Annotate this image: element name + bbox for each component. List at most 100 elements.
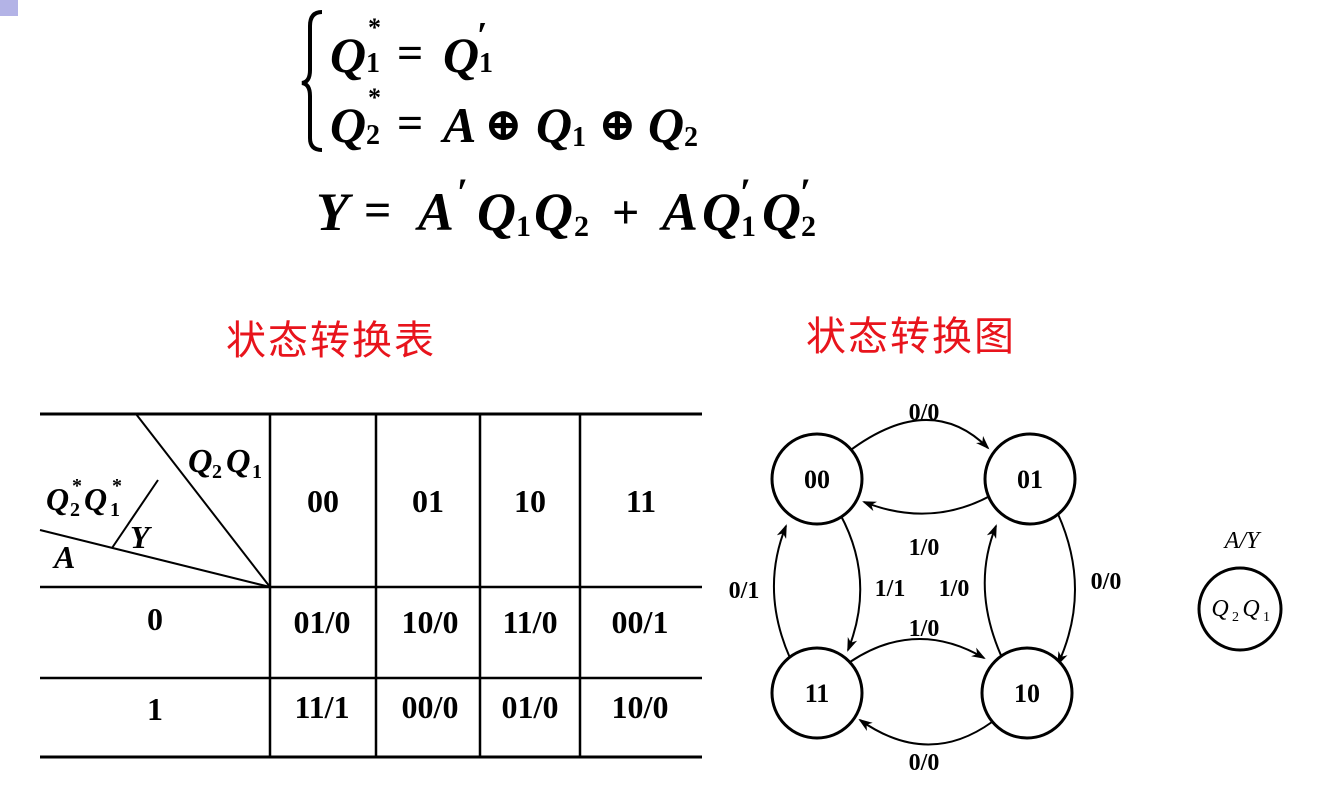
state-11-label: 11 — [805, 679, 830, 708]
col-header-10: 10 — [514, 483, 546, 519]
col-header-00: 00 — [307, 483, 339, 519]
row-0-cell: 01/0 — [294, 604, 351, 640]
eq2-q2-sub: 2 — [684, 122, 698, 153]
corner-next-q2: Q — [46, 481, 69, 517]
eq2-xor2: ⊕ — [598, 99, 637, 150]
curly-brace — [301, 10, 323, 152]
row-1-cell: 11/1 — [294, 689, 349, 725]
eqy-a2: A — [659, 182, 698, 242]
eqy-q1: Q — [477, 182, 516, 242]
eq2-equals: = — [397, 97, 423, 148]
corner-next-q1-sub: 1 — [110, 499, 120, 521]
corner-q1-sub: 1 — [252, 461, 262, 483]
eq2-q1-sub: 1 — [572, 122, 586, 153]
eqy-q2-sub: 2 — [574, 210, 589, 243]
label-11-to-00: 0/1 — [729, 578, 760, 604]
state-diagram: 00 01 11 10 0/0 1/0 1/1 0/1 1/0 0/0 1/0 … — [729, 400, 1283, 776]
eqy-y: Y — [316, 182, 354, 242]
label-00-to-11: 1/1 — [875, 576, 906, 602]
state-01-label: 01 — [1017, 465, 1043, 494]
arrow-11-to-10 — [849, 637, 986, 663]
row-1-cell: 01/0 — [502, 689, 559, 725]
eqy-prime3: ′ — [800, 170, 811, 215]
row-0-cell: 00/1 — [612, 604, 669, 640]
row-0-cell: 11/0 — [502, 604, 557, 640]
eq1-rhs-sub: 1 — [479, 48, 493, 79]
eq1-equals: = — [397, 27, 423, 78]
eqy-equals: = — [364, 184, 391, 237]
label-10-to-01: 1/0 — [939, 576, 970, 602]
corner-next-q2-sub: 2 — [70, 499, 80, 521]
corner-diagonal-2 — [39, 529, 271, 588]
corner-header: Q 2 Q 1 Q * 2 Q * 1 Y A — [46, 443, 262, 575]
eqy-plus: + — [612, 186, 639, 239]
diagram-title: 状态转换图 — [806, 314, 1016, 360]
corner-q2-sub: 2 — [212, 461, 222, 483]
equations-area: Q * 1 = Q ′ 1 Q * 2 = A ⊕ Q 1 ⊕ Q 2 Y = … — [301, 10, 816, 243]
eq1-lhs-sub: 1 — [366, 48, 380, 79]
row-1-cell: 00/0 — [402, 689, 459, 725]
corner-next-q2-sup: * — [72, 475, 82, 497]
label-10-to-11: 0/0 — [909, 750, 940, 776]
corner-diagonal-3 — [111, 479, 159, 549]
corner-a: A — [52, 539, 75, 575]
eq2-a: A — [440, 97, 476, 153]
row-0-a: 0 — [147, 601, 163, 637]
eqy-q3-sub: 1 — [741, 210, 756, 243]
arrow-00-to-01 — [847, 419, 990, 453]
row-1-cell: 10/0 — [612, 689, 669, 725]
eqy-q4-sub: 2 — [801, 210, 816, 243]
corner-next-q1: Q — [84, 481, 107, 517]
legend-state-circle — [1197, 566, 1283, 652]
eq1-lhs-sup: * — [368, 13, 381, 42]
legend-q1: Q — [1242, 596, 1259, 622]
eqy-q2: Q — [534, 182, 573, 242]
label-01-to-10: 0/0 — [1091, 569, 1122, 595]
eq2-lhs-sup: * — [368, 83, 381, 112]
label-01-to-00: 1/0 — [909, 535, 940, 561]
eq2-lhs-sub: 2 — [366, 120, 380, 151]
state-10: 10 — [980, 646, 1074, 740]
eqy-prime2: ′ — [740, 170, 751, 215]
state-00: 00 — [770, 432, 864, 526]
state-10-label: 10 — [1014, 679, 1040, 708]
equation-y: Y = A ′ Q 1 Q 2 + A Q ′ 1 Q ′ 2 — [316, 170, 816, 243]
legend: A/Y Q 2 Q 1 — [1197, 528, 1283, 652]
equation-q1: Q * 1 = Q ′ 1 — [330, 13, 493, 83]
corner-diagonal-1 — [135, 413, 271, 588]
arrow-10-to-11 — [858, 718, 993, 746]
state-transition-table: Q 2 Q 1 Q * 2 Q * 1 Y A 00 01 10 11 0 01… — [39, 412, 702, 759]
state-00-label: 00 — [804, 465, 830, 494]
arrow-11-to-00 — [773, 524, 791, 659]
eq1-rhs-prime: ′ — [477, 15, 488, 57]
col-header-01: 01 — [412, 483, 444, 519]
eq2-q1: Q — [536, 97, 572, 153]
arrow-00-to-11 — [839, 513, 862, 652]
eqy-prime1: ′ — [457, 170, 468, 215]
arrow-10-to-01 — [983, 524, 1005, 663]
arrow-01-to-10 — [1057, 513, 1076, 666]
legend-label: A/Y — [1223, 528, 1262, 554]
eqy-q3: Q — [702, 182, 741, 242]
eq2-q2: Q — [648, 97, 684, 153]
eqy-q4: Q — [762, 182, 801, 242]
table-title: 状态转换表 — [226, 318, 436, 364]
eq1-rhs: Q — [443, 27, 479, 83]
eqy-a1: A — [415, 182, 454, 242]
col-header-11: 11 — [626, 483, 656, 519]
row-1-a: 1 — [147, 691, 163, 727]
state-11: 11 — [770, 646, 864, 740]
corner-next-q1-sup: * — [112, 475, 122, 497]
eq2-xor1: ⊕ — [484, 99, 523, 150]
corner-y: Y — [130, 519, 152, 555]
row-0-cell: 10/0 — [402, 604, 459, 640]
legend-q2-sub: 2 — [1232, 610, 1239, 625]
label-00-to-01: 0/0 — [909, 400, 940, 426]
legend-q2: Q — [1211, 596, 1228, 622]
slide-bullet-mark — [0, 0, 18, 16]
corner-q1: Q — [226, 443, 251, 480]
label-11-to-10: 1/0 — [909, 616, 940, 642]
corner-q2: Q — [188, 443, 213, 480]
legend-q1-sub: 1 — [1263, 610, 1270, 625]
equation-q2: Q * 2 = A ⊕ Q 1 ⊕ Q 2 — [330, 83, 698, 153]
